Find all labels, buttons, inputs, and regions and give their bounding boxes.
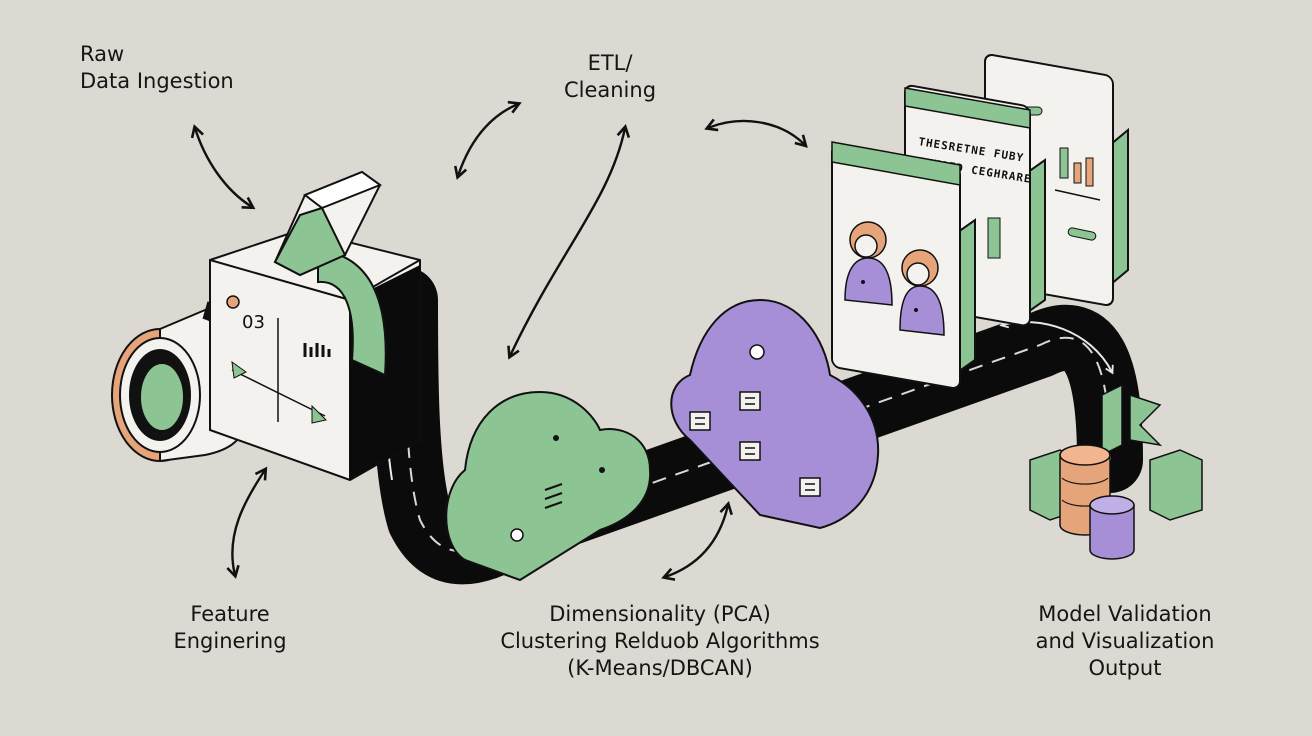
label-model-line1: Model Validation — [1038, 602, 1212, 626]
label-model-line2: and Visualization — [1035, 629, 1215, 653]
label-raw-line1: Raw — [80, 42, 125, 66]
label-etl-cleaning: ETL/ Cleaning — [545, 50, 675, 104]
label-raw-data-ingestion: Raw Data Ingestion — [80, 41, 234, 95]
person-icon-1 — [844, 221, 893, 306]
database-stack — [1029, 444, 1203, 560]
green-cloud-node — [445, 390, 652, 582]
ingestion-device — [209, 170, 421, 482]
label-model-line3: Output — [1088, 656, 1162, 680]
arrow-etl-left — [453, 100, 522, 180]
person-icon-2 — [899, 249, 945, 336]
label-model-validation-output: Model Validation and Visualization Outpu… — [1010, 601, 1240, 682]
label-etl-line1: ETL/ — [587, 51, 633, 75]
label-feature-line1: Feature — [190, 602, 270, 626]
label-dimensionality-clustering: Dimensionality (PCA) Clustering Relduob … — [470, 601, 850, 682]
purple-cloud-node — [670, 298, 880, 530]
label-dim-line1: Dimensionality (PCA) — [549, 602, 771, 626]
label-raw-line2: Data Ingestion — [80, 69, 234, 93]
device-counter: 03 — [242, 312, 265, 333]
label-dim-line2: Clustering Relduob Algorithms — [500, 629, 820, 653]
arrow-etl-down — [507, 124, 631, 360]
flow-arrows — [190, 100, 808, 581]
arrow-dimensionality — [661, 501, 733, 581]
output-arrow-icon — [1101, 383, 1163, 457]
label-dim-line3: (K-Means/DBCAN) — [567, 656, 753, 680]
arrow-raw-ingestion — [190, 124, 256, 210]
label-feature-line2: Enginering — [173, 629, 287, 653]
arrow-etl-right — [704, 118, 808, 148]
label-feature-engineering: Feature Enginering — [150, 601, 310, 655]
arrow-feature — [226, 466, 268, 579]
label-etl-line2: Cleaning — [563, 78, 657, 102]
people-panel — [831, 141, 976, 390]
